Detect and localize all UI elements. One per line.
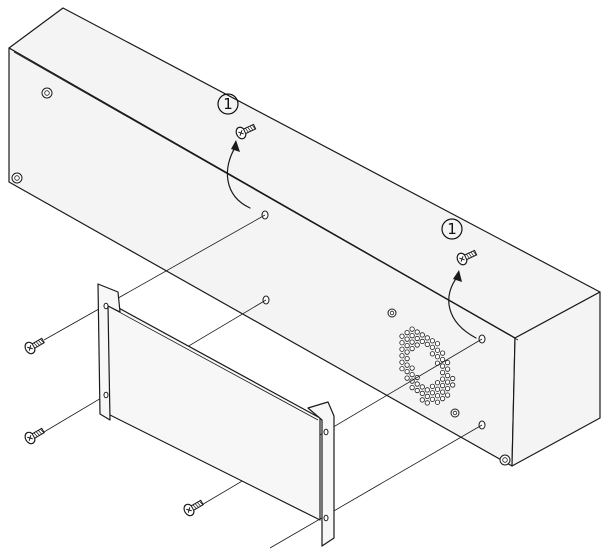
removal-arrows — [226, 140, 477, 339]
chassis-screw — [499, 454, 511, 466]
chassis-screw — [11, 172, 23, 184]
chassis-front-panel — [511, 291, 601, 467]
screw-icon — [24, 427, 45, 445]
device-chassis — [8, 7, 601, 467]
step-number: 1 — [447, 220, 457, 238]
step-marker: 1 — [217, 93, 239, 115]
arrow-curve — [448, 275, 477, 339]
chassis-screw — [387, 308, 397, 318]
bracket-icon — [97, 283, 335, 547]
chassis-screw — [41, 87, 53, 99]
chassis-screw — [450, 408, 460, 418]
step-marker: 1 — [441, 218, 463, 240]
screw-icon — [183, 499, 204, 517]
removed-screw-icon — [235, 123, 257, 140]
arrow-curve — [226, 145, 251, 209]
fan-vent-icon — [399, 326, 456, 406]
screw-icon — [24, 337, 45, 355]
step-number: 1 — [223, 95, 233, 113]
removed-screw-icon — [456, 249, 478, 266]
